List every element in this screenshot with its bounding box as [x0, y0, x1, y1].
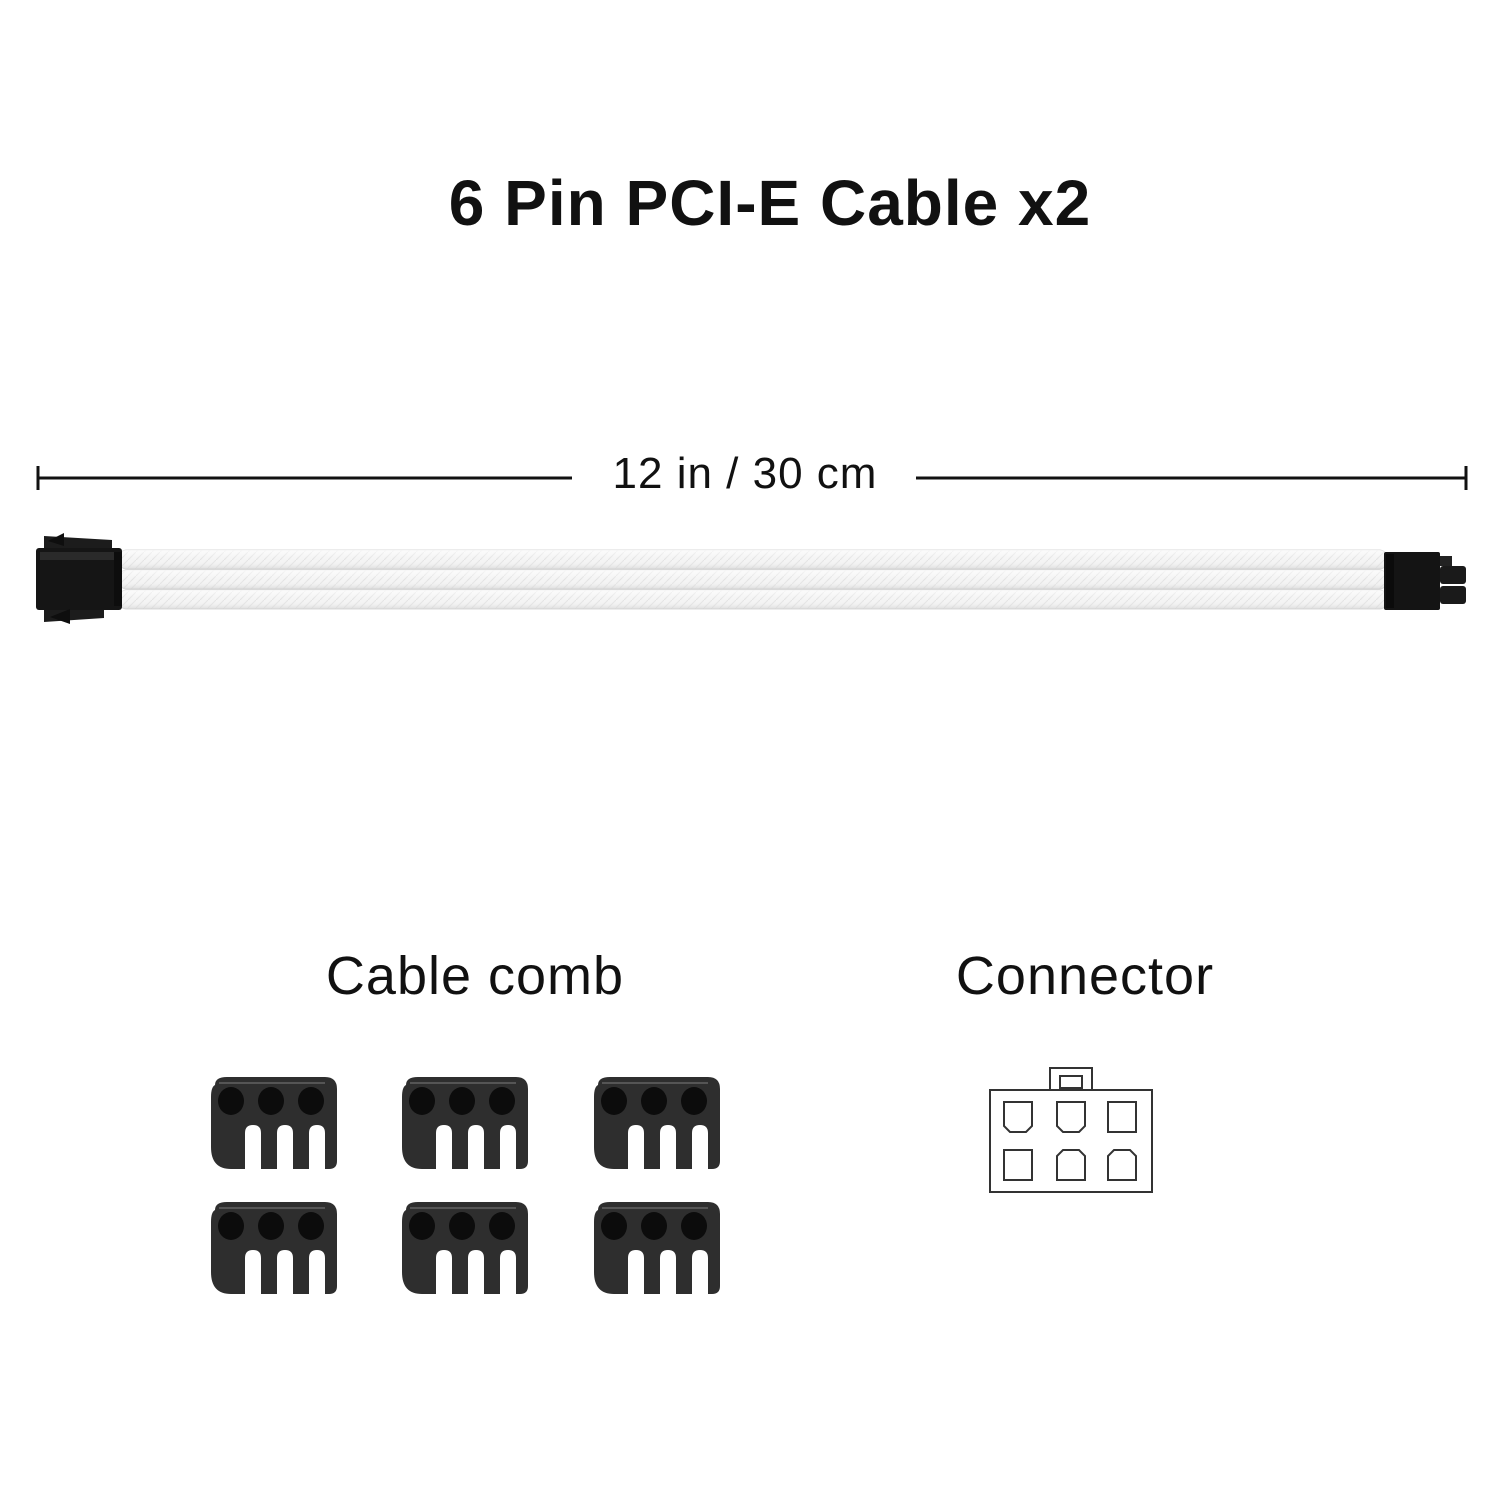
cable-icon	[36, 533, 1466, 624]
cable-combs	[211, 1077, 720, 1294]
connector-diagram-icon	[989, 1067, 1153, 1193]
page-title: 6 Pin PCI-E Cable x2	[448, 167, 1092, 239]
dimension-line	[36, 466, 1468, 490]
comb-icon	[594, 1202, 720, 1294]
right-connector-icon	[1384, 552, 1466, 610]
comb-icon	[211, 1202, 337, 1294]
comb-icon	[211, 1077, 337, 1169]
cable-sleeves	[117, 549, 1389, 610]
comb-icon	[594, 1077, 720, 1169]
connector-label: Connector	[955, 946, 1215, 1006]
dimension-label: 12 in / 30 cm	[612, 449, 878, 498]
cable-comb-label: Cable comb	[325, 946, 625, 1006]
comb-icon	[402, 1202, 528, 1294]
comb-icon	[402, 1077, 528, 1169]
left-connector-icon	[36, 533, 122, 624]
